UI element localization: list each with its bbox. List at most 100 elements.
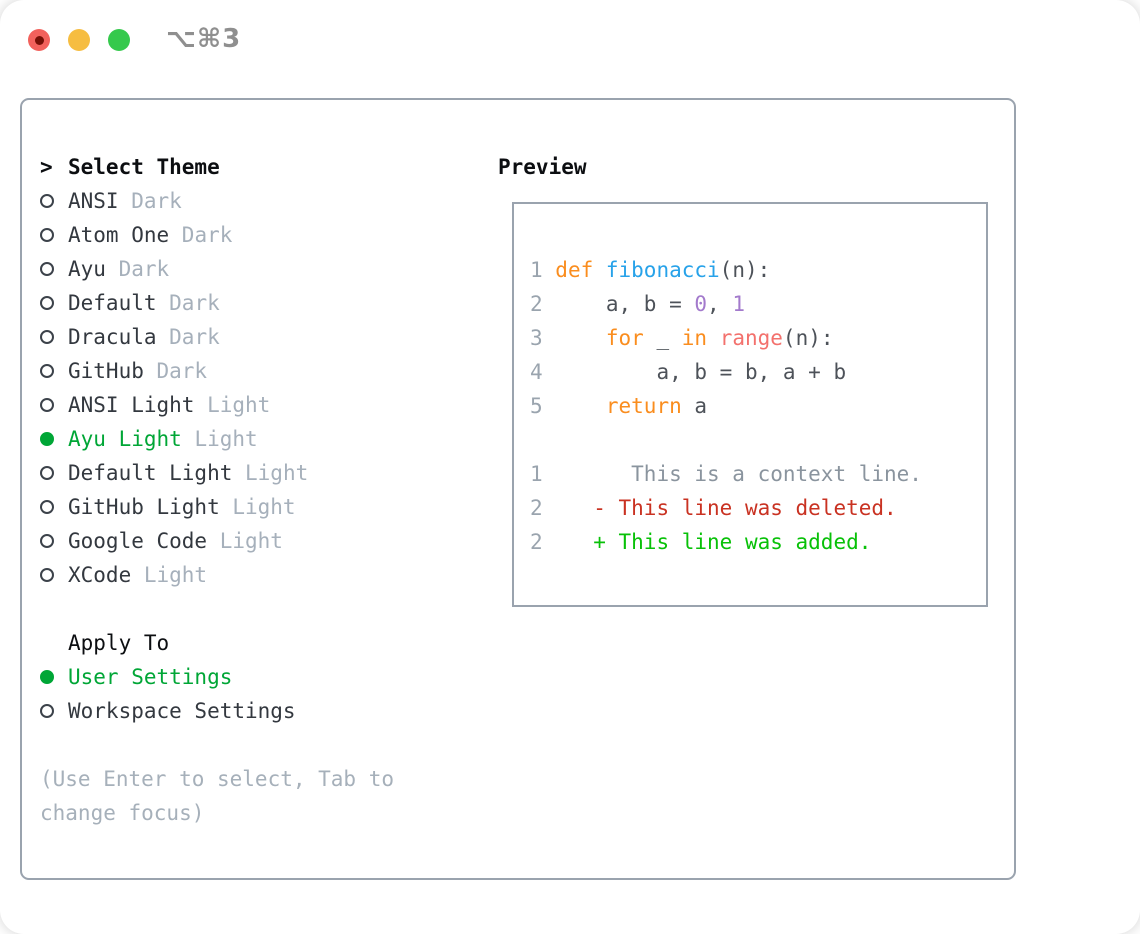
theme-variant-label: Dark xyxy=(156,325,220,349)
theme-option-label: Dracula xyxy=(68,325,157,349)
line-number: 2 xyxy=(530,530,556,554)
radio-unselected-icon xyxy=(40,330,54,344)
code-token-fg: (n): xyxy=(719,258,771,282)
preview-line: 2 - This line was deleted. xyxy=(530,491,986,525)
theme-option-ansi[interactable]: ANSI Dark xyxy=(40,184,480,218)
line-number: 1 xyxy=(530,462,556,486)
code-token-add: + This line was added. xyxy=(555,530,872,554)
theme-variant-label: Dark xyxy=(105,257,170,281)
theme-option-xcode[interactable]: XCode Light xyxy=(40,558,480,592)
preview-line: 4 a, b = b, a + b xyxy=(530,355,986,389)
help-line-2: change focus) xyxy=(40,801,205,825)
code-token-fg: (n): xyxy=(782,326,834,350)
theme-option-ayu[interactable]: Ayu Dark xyxy=(40,252,480,286)
code-token-fg: a, b = xyxy=(555,292,695,316)
close-button-icon[interactable] xyxy=(28,29,50,51)
line-number: 2 xyxy=(530,292,556,316)
theme-option-label: Default xyxy=(68,291,157,315)
code-token-fg xyxy=(555,326,606,350)
theme-option-ansi-light[interactable]: ANSI Light Light xyxy=(40,388,480,422)
theme-option-label: GitHub Light xyxy=(68,495,220,519)
code-token-rng: range xyxy=(719,326,783,350)
select-theme-label: Select Theme xyxy=(68,155,220,179)
theme-variant-label: Light xyxy=(232,461,309,485)
radio-unselected-icon xyxy=(40,398,54,412)
theme-variant-label: Dark xyxy=(169,223,233,247)
code-token-fg: a, b = b, a + b xyxy=(555,360,847,384)
code-token-fg: _ xyxy=(643,326,682,350)
theme-option-label: GitHub xyxy=(68,359,144,383)
theme-option-ayu-light[interactable]: Ayu Light Light xyxy=(40,422,480,456)
code-token-fg xyxy=(707,326,720,350)
apply-to-option-label: Workspace Settings xyxy=(68,699,296,723)
code-token-fn: fibonacci xyxy=(605,258,720,282)
radio-selected-icon xyxy=(40,670,54,684)
preview-line: 1 This is a context line. xyxy=(530,457,986,491)
theme-option-label: Ayu xyxy=(68,257,106,281)
radio-unselected-icon xyxy=(40,500,54,514)
apply-to-option-user-settings[interactable]: User Settings xyxy=(40,660,480,694)
theme-variant-label: Dark xyxy=(118,189,182,213)
code-token-kw: in xyxy=(681,326,708,350)
theme-variant-label: Light xyxy=(219,495,296,519)
radio-unselected-icon xyxy=(40,194,54,208)
theme-option-label: Default Light xyxy=(68,461,233,485)
apply-to-label: Apply To xyxy=(68,631,170,655)
radio-selected-icon xyxy=(40,432,54,446)
apply-to-option-label: User Settings xyxy=(68,665,233,689)
theme-option-label: Ayu Light xyxy=(68,427,182,451)
radio-unselected-icon xyxy=(40,364,54,378)
theme-variant-label: Dark xyxy=(143,359,208,383)
traffic-lights xyxy=(28,29,130,51)
radio-unselected-icon xyxy=(40,228,54,242)
radio-unselected-icon xyxy=(40,568,54,582)
theme-option-google-code[interactable]: Google Code Light xyxy=(40,524,480,558)
theme-variant-label: Light xyxy=(181,427,258,451)
line-number: 5 xyxy=(530,394,556,418)
theme-option-label: Google Code xyxy=(68,529,208,553)
preview-line: 2 a, b = 0, 1 xyxy=(530,287,986,321)
theme-option-default[interactable]: Default Dark xyxy=(40,286,480,320)
code-token-ctx: This is a context line. xyxy=(555,462,922,486)
code-token-kw: return xyxy=(605,394,682,418)
zoom-button-icon[interactable] xyxy=(108,29,130,51)
code-token-fg xyxy=(555,394,606,418)
help-line-1: (Use Enter to select, Tab to xyxy=(40,767,395,791)
radio-unselected-icon xyxy=(40,262,54,276)
preview-line xyxy=(530,423,986,457)
theme-option-label: ANSI xyxy=(68,189,119,213)
code-token-fg: , xyxy=(707,292,733,316)
theme-variant-label: Light xyxy=(207,529,283,553)
line-number: 1 xyxy=(530,258,556,282)
preview-line: 2 + This line was added. xyxy=(530,525,986,559)
theme-option-label: Atom One xyxy=(68,223,170,247)
theme-option-github[interactable]: GitHub Dark xyxy=(40,354,480,388)
theme-option-label: ANSI Light xyxy=(68,393,195,417)
apply-to-header: Apply To xyxy=(40,626,480,660)
radio-unselected-icon xyxy=(40,466,54,480)
apply-to-option-workspace-settings[interactable]: Workspace Settings xyxy=(40,694,480,728)
preview-line: 5 return a xyxy=(530,389,986,423)
theme-option-github-light[interactable]: GitHub Light Light xyxy=(40,490,480,524)
prompt-icon: > xyxy=(40,155,53,179)
minimize-button-icon[interactable] xyxy=(68,29,90,51)
help-text: (Use Enter to select, Tab to change focu… xyxy=(40,762,480,830)
code-token-del: - This line was deleted. xyxy=(555,496,897,520)
radio-unselected-icon xyxy=(40,296,54,310)
line-number: 2 xyxy=(530,496,556,520)
code-token-kw: for xyxy=(605,326,644,350)
theme-option-default-light[interactable]: Default Light Light xyxy=(40,456,480,490)
select-theme-header: > Select Theme xyxy=(40,150,480,184)
theme-option-atom-one[interactable]: Atom One Dark xyxy=(40,218,480,252)
preview-line: 1 def fibonacci(n): xyxy=(530,253,986,287)
radio-unselected-icon xyxy=(40,704,54,718)
theme-option-label: XCode xyxy=(68,563,132,587)
theme-option-dracula[interactable]: Dracula Dark xyxy=(40,320,480,354)
theme-variant-label: Light xyxy=(131,563,208,587)
theme-variant-label: Dark xyxy=(156,291,220,315)
line-number: 4 xyxy=(530,360,556,384)
code-token-fg: a xyxy=(681,394,708,418)
